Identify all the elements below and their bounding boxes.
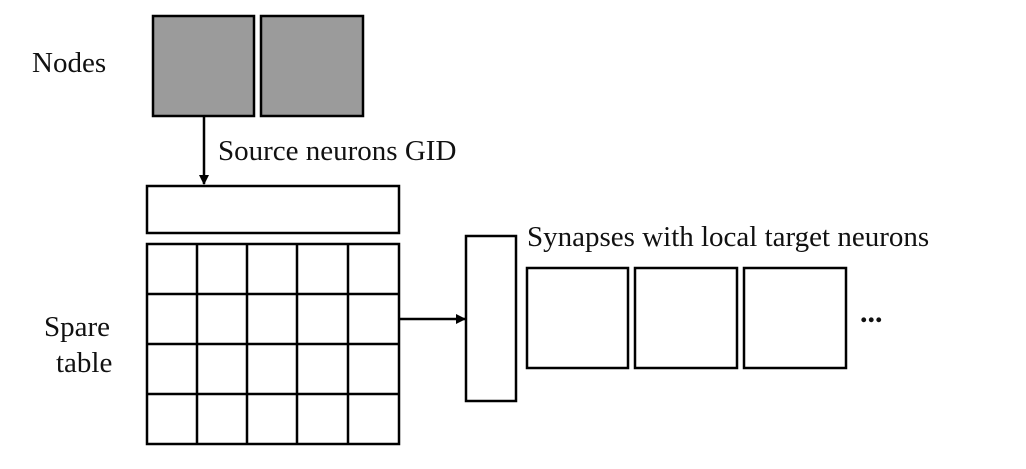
nodes-label: Nodes (32, 47, 106, 79)
spare-table-grid (145, 242, 401, 446)
spare-table-label-line2: table (56, 347, 112, 379)
synapse-index-bar (464, 234, 518, 403)
node-box-1 (151, 14, 256, 118)
synapse-box-2 (633, 266, 739, 370)
node-box-2 (259, 14, 365, 118)
spare-table-label-line1: Spare (44, 311, 110, 343)
synapse-box-1 (525, 266, 630, 370)
source-neurons-label: Source neurons GID (218, 135, 456, 167)
source-gid-bar (145, 184, 401, 235)
synapse-box-3 (742, 266, 848, 370)
ellipsis-label: ... (860, 296, 883, 329)
synapses-label: Synapses with local target neurons (527, 221, 929, 253)
